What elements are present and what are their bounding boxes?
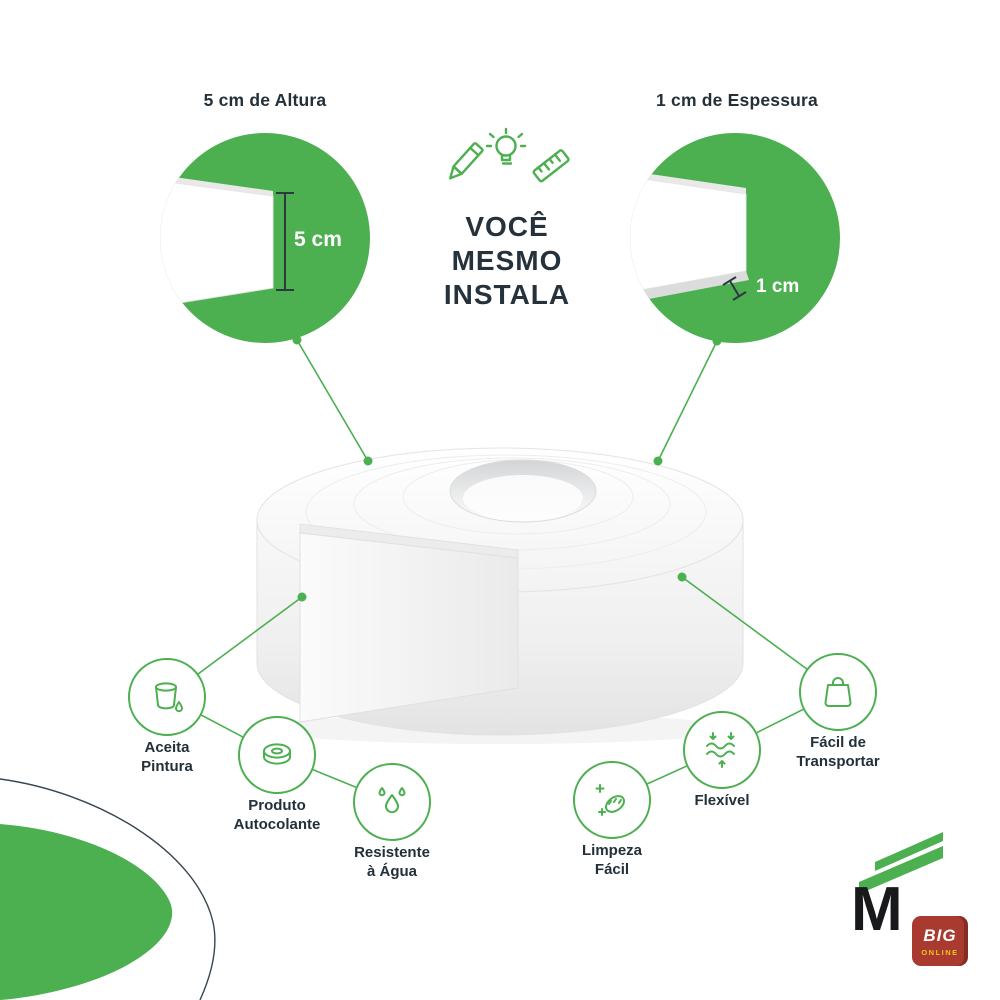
adhesive-roll-icon [263,743,291,765]
feature-label-facil-transportar: Fácil de Transportar [796,734,880,770]
connector-height [296,339,369,462]
lightbulb-icon [485,127,527,165]
tape-strip-end [299,523,519,723]
baseboard-thickness-diagram [630,171,749,302]
feature-circle-resistente-agua [353,763,431,841]
height-measure-marks [276,192,294,291]
connector-thickness [657,340,718,462]
feature-circle-limpeza-facil [573,761,651,839]
ruler-icon [532,149,570,183]
height-measure-label: 5 cm [294,228,342,251]
feature-circle-facil-transportar [799,653,877,731]
feature-circle-produto-autocolante [238,716,316,794]
crayon-icon [449,142,484,180]
height-callout-title: 5 cm de Altura [203,90,327,110]
diy-icons [449,127,570,183]
feature-circle-aceita-pintura [128,658,206,736]
feature-label-flexivel: Flexível [694,792,750,809]
connector-left-features [165,596,393,803]
paint-bucket-icon [155,682,183,713]
center-title: VOCÊ MESMO INSTALA [443,211,571,310]
tape-roll-illustration [256,447,744,736]
feature-label-aceita-pintura: Aceita Pintura [141,739,193,775]
store-badge-line2: ONLINE [921,947,959,957]
height-callout-circle: 5 cm [160,133,370,343]
shopping-bag-icon [824,677,852,707]
thickness-callout-circle: 1 cm [630,133,840,343]
cleaning-sponge-icon [595,784,626,816]
feature-label-produto-autocolante: Produto Autocolante [233,797,321,833]
flex-arrows-icon [706,732,735,768]
thickness-callout-title: 1 cm de Espessura [656,90,818,110]
corner-outline-curve [0,778,216,1000]
feature-label-resistente-agua: Resistente à Água [354,844,430,880]
feature-circle-flexivel [683,711,761,789]
thickness-measure-label: 1 cm [756,276,800,297]
store-badge: BIG ONLINE [912,916,968,966]
brand-logo: M [845,828,963,944]
brand-logo-mark: M [851,832,943,944]
thickness-measure-marks [722,276,747,301]
water-drops-icon [378,787,406,814]
feature-label-limpeza-facil: Limpeza Fácil [581,842,642,878]
connector-right-features [611,576,840,801]
baseboard-height-diagram [160,175,294,307]
store-badge-line1: BIG [923,925,957,945]
corner-blob [0,824,173,1000]
brand-letter: M [851,875,903,940]
